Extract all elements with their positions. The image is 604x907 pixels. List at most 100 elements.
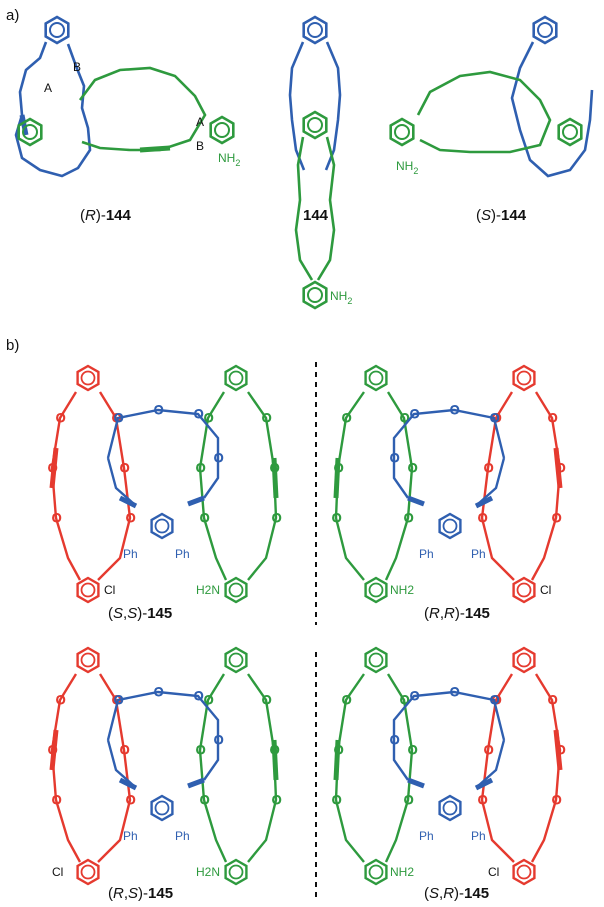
oxygen-atom: O xyxy=(196,743,205,757)
oxygen-atom: O xyxy=(272,511,281,525)
cl-label: Cl xyxy=(540,583,551,597)
benzo-ring-top-left xyxy=(76,646,100,674)
oxygen-atom: O xyxy=(484,461,493,475)
oxygen-atom: O xyxy=(408,743,417,757)
oxygen-atom: O xyxy=(262,693,271,707)
oxygen-atom: O xyxy=(126,793,135,807)
oxygen-atom: O xyxy=(450,403,459,417)
oxygen-atom: O xyxy=(56,693,65,707)
oxygen-atom: O xyxy=(214,451,223,465)
panel-a-label: a) xyxy=(6,7,19,24)
oxygen-atom: O xyxy=(552,793,561,807)
molecule-144: NH2 xyxy=(288,15,352,310)
oxygen-atom: O xyxy=(126,511,135,525)
benzo-ring-top-left xyxy=(76,364,100,392)
amine-label: H2N xyxy=(196,583,220,597)
atom-a-mid: A xyxy=(196,115,204,129)
caption-rs-145: (R,S)-145 xyxy=(108,885,173,902)
molecule-r-144: B A A B NH2 xyxy=(14,15,240,178)
oxygen-atom: O xyxy=(556,461,565,475)
oxygen-atom: O xyxy=(154,685,163,699)
oxygen-atom: O xyxy=(450,685,459,699)
oxygen-atom: O xyxy=(334,461,343,475)
caption-ss-145: (S,S)-145 xyxy=(108,605,172,622)
benzo-ring-bottom-right xyxy=(364,576,388,604)
oxygen-atom: O xyxy=(334,743,343,757)
benzo-ring-top-right xyxy=(224,646,248,674)
ph-label: Ph xyxy=(175,547,190,561)
amine-label: NH2 xyxy=(390,583,414,597)
oxygen-atom: O xyxy=(48,461,57,475)
terphenyl-core-ring xyxy=(438,512,462,540)
oxygen-atom: O xyxy=(490,411,499,425)
terphenyl-core-ring xyxy=(438,794,462,822)
oxygen-atom: O xyxy=(400,411,409,425)
amine-label: H2N xyxy=(196,865,220,879)
ph-label: Ph xyxy=(471,547,486,561)
oxygen-atom: O xyxy=(214,733,223,747)
ph-label: Ph xyxy=(123,547,138,561)
atom-b-top: B xyxy=(73,60,81,74)
caption-s-144: (S)-144 xyxy=(476,207,527,224)
oxygen-atom: O xyxy=(112,693,121,707)
oxygen-atom: O xyxy=(114,693,123,707)
atom-a-top: A xyxy=(44,81,52,95)
oxygen-atom: O xyxy=(262,411,271,425)
green-macrocycle xyxy=(78,66,207,153)
oxygen-atom: O xyxy=(112,411,121,425)
blue-macrocycle xyxy=(14,15,92,178)
oxygen-atom: O xyxy=(556,743,565,757)
oxygen-atom: O xyxy=(204,693,213,707)
terphenyl-core-ring xyxy=(150,794,174,822)
cl-label: Cl xyxy=(52,865,63,879)
oxygen-atom: O xyxy=(332,793,341,807)
oxygen-atom: O xyxy=(200,793,209,807)
oxygen-atom: O xyxy=(408,461,417,475)
ph-label: Ph xyxy=(175,829,190,843)
atom-b-mid: B xyxy=(196,139,204,153)
benzo-ring-top-right xyxy=(224,364,248,392)
oxygen-atom: O xyxy=(404,511,413,525)
oxygen-atom: O xyxy=(196,461,205,475)
benzo-ring-bottom-left xyxy=(512,858,536,886)
oxygen-atom: O xyxy=(548,411,557,425)
oxygen-atom: O xyxy=(154,403,163,417)
oxygen-atom: O xyxy=(410,407,419,421)
benzo-ring-bottom-right xyxy=(224,858,248,886)
oxygen-atom: O xyxy=(120,461,129,475)
molecule-s-144: NH2 xyxy=(389,15,594,178)
oxygen-atom: O xyxy=(492,693,501,707)
blue-macrocycle-center xyxy=(288,15,342,171)
cl-label: Cl xyxy=(104,583,115,597)
oxygen-atom: O xyxy=(194,689,203,703)
panel-b-label: b) xyxy=(6,337,19,354)
benzo-ring-top-left xyxy=(512,364,536,392)
nh2-label-center: NH2 xyxy=(330,289,352,306)
caption-144: 144 xyxy=(303,207,329,224)
green-macrocycle-right xyxy=(389,70,583,154)
oxygen-atom: O xyxy=(332,511,341,525)
oxygen-atom: O xyxy=(390,733,399,747)
oxygen-atom: O xyxy=(120,743,129,757)
oxygen-atom: O xyxy=(114,411,123,425)
benzo-ring-top-left xyxy=(512,646,536,674)
oxygen-atom: O xyxy=(390,451,399,465)
oxygen-atom: O xyxy=(404,793,413,807)
caption-r-144: (R)-144 xyxy=(80,207,132,224)
green-macrocycle-center xyxy=(294,110,336,310)
oxygen-atom: O xyxy=(52,793,61,807)
cl-label: Cl xyxy=(488,865,499,879)
